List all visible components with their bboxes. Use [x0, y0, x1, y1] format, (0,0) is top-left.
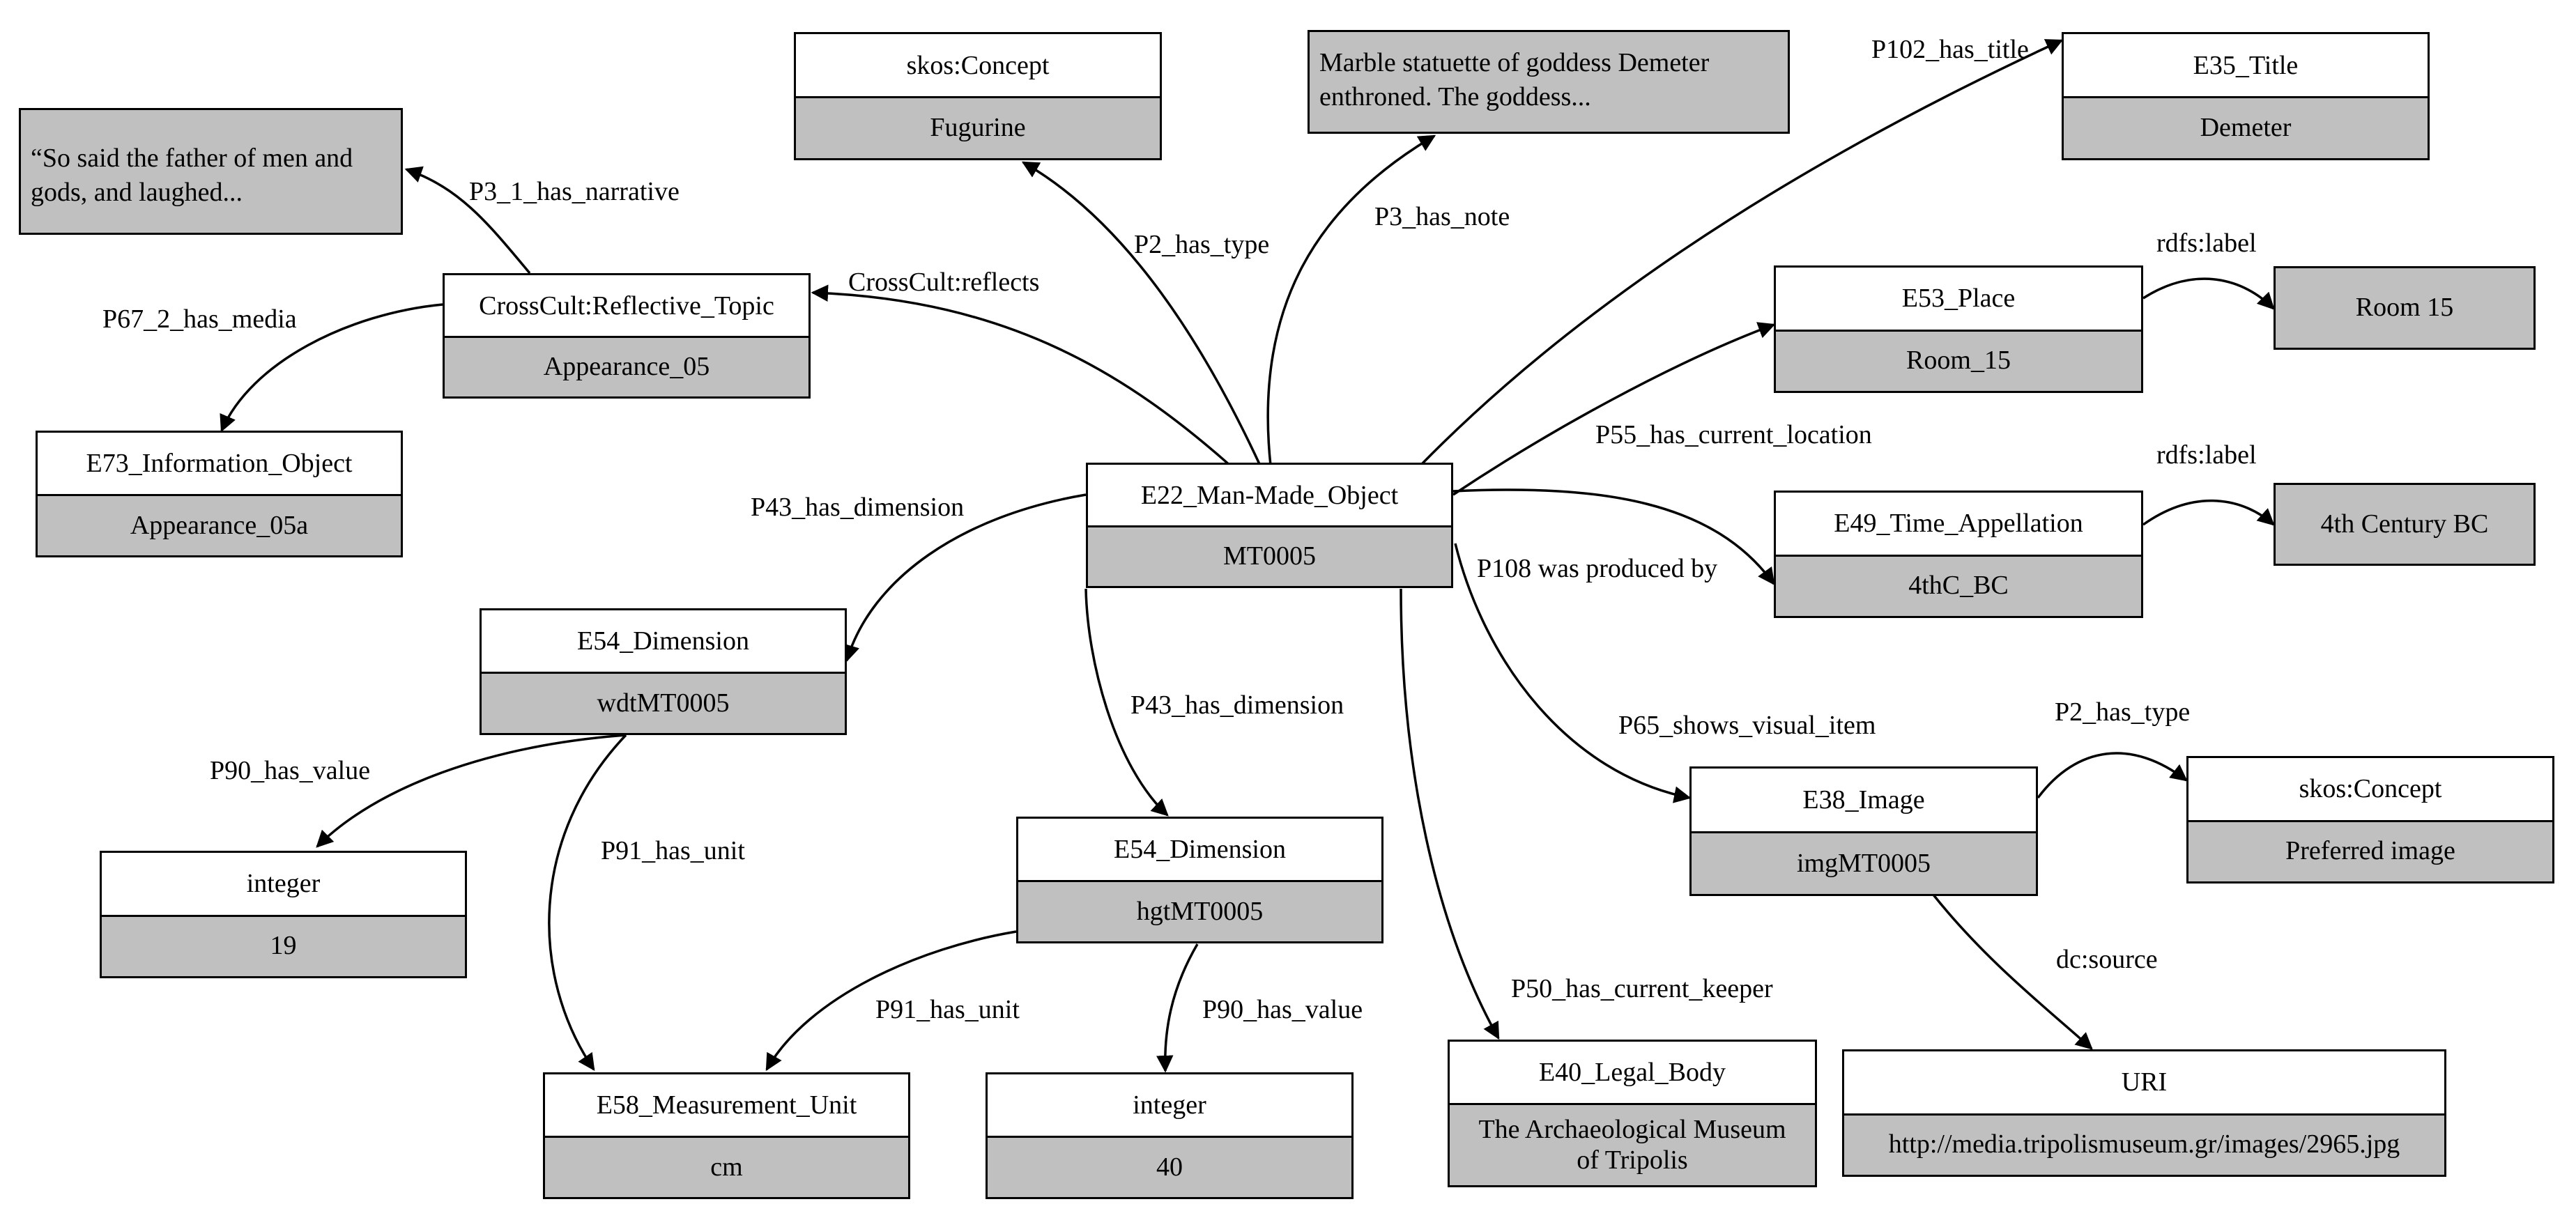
node-e40-value: The Archaeological Museum of Tripolis: [1450, 1103, 1815, 1185]
label-unit-w: P91_has_unit: [601, 836, 745, 865]
edge-current-keeper: [1400, 588, 1500, 1040]
node-e53-place-type: E53_Place: [1776, 268, 2141, 330]
edge-dim-h: [1084, 588, 1169, 817]
edge-visual-item: [1454, 543, 1692, 803]
node-e49-type: E49_Time_Appellation: [1776, 493, 2141, 555]
label-current-location: P55_has_current_location: [1595, 420, 1872, 449]
room-label-literal: Room 15: [2274, 266, 2536, 350]
label-has-type: P2_has_type: [1134, 230, 1270, 259]
label-has-title: P102_has_title: [1871, 35, 2029, 64]
label-dim-w: P43_has_dimension: [751, 493, 965, 522]
node-e22-value: MT0005: [1088, 525, 1451, 586]
label-has-media: P67_2_has_media: [102, 304, 297, 334]
node-e35-title: E35_Title Demeter: [2062, 32, 2430, 160]
node-integer-19: integer 19: [100, 851, 467, 978]
edge-value-40: [1156, 943, 1199, 1073]
edge-has-title: [1419, 39, 2064, 467]
edge-rdfs-place: [2142, 277, 2275, 310]
edge-has-media: [220, 303, 443, 433]
node-e54-dimension-width: E54_Dimension wdtMT0005: [480, 608, 847, 735]
edge-has-narrative: [404, 166, 531, 275]
node-dim-h-type: E54_Dimension: [1018, 819, 1381, 880]
node-e40-type: E40_Legal_Body: [1450, 1042, 1815, 1103]
node-skos-concept-image: skos:Concept Preferred image: [2186, 756, 2554, 883]
node-e49-value: 4thC_BC: [1776, 554, 2141, 616]
edge-rdfs-time: [2142, 499, 2275, 526]
time-label-literal: 4th Century BC: [2274, 483, 2536, 566]
node-int19-type: integer: [102, 853, 465, 915]
node-uri-type: URI: [1844, 1051, 2444, 1113]
node-dim-h-value: hgtMT0005: [1018, 880, 1381, 941]
label-has-note: P3_has_note: [1374, 202, 1510, 231]
node-uri: URI http://media.tripolismuseum.gr/image…: [1842, 1049, 2446, 1177]
node-integer-40: integer 40: [986, 1072, 1354, 1199]
node-reflective-topic-type: CrossCult:Reflective_Topic: [445, 275, 808, 336]
node-e54-dimension-height: E54_Dimension hgtMT0005: [1016, 817, 1383, 943]
node-e38-value: imgMT0005: [1692, 831, 2036, 894]
edge-produced-by: [1452, 488, 1775, 585]
node-reflective-topic: CrossCult:Reflective_Topic Appearance_05: [443, 273, 811, 399]
label-produced-by: P108 was produced by: [1477, 554, 1718, 583]
label-unit-h: P91_has_unit: [875, 995, 1020, 1024]
node-e22-man-made-object: E22_Man-Made_Object MT0005: [1086, 463, 1453, 588]
node-e53-place: E53_Place Room_15: [1774, 265, 2143, 393]
edge-reflects: [811, 284, 1232, 467]
node-skos-concept-type-label: skos:Concept: [796, 34, 1160, 96]
note-literal: Marble statuette of goddess Demeter enth…: [1308, 30, 1790, 134]
edge-img-type: [2037, 752, 2188, 799]
label-current-keeper: P50_has_current_keeper: [1511, 974, 1773, 1003]
edge-has-note: [1266, 134, 1436, 466]
node-e35-title-type: E35_Title: [2064, 34, 2428, 96]
node-e40-legal-body: E40_Legal_Body The Archaeological Museum…: [1448, 1040, 1817, 1187]
node-e73-information-object: E73_Information_Object Appearance_05a: [36, 431, 403, 557]
label-reflects: CrossCult:reflects: [848, 268, 1040, 297]
node-skos-concept-type: skos:Concept Fugurine: [794, 32, 1162, 160]
edge-unit-w: [548, 734, 627, 1072]
node-skos-concept-type-value: Fugurine: [796, 96, 1160, 158]
label-visual-item: P65_shows_visual_item: [1618, 711, 1876, 740]
edge-has-type: [1021, 161, 1262, 466]
label-value-19: P90_has_value: [210, 756, 371, 785]
edge-current-location: [1452, 322, 1776, 496]
edge-unit-h: [765, 930, 1017, 1072]
node-skos-concept-image-value: Preferred image: [2188, 819, 2552, 881]
node-e73-type: E73_Information_Object: [38, 433, 401, 494]
node-uri-value: http://media.tripolismuseum.gr/images/29…: [1844, 1113, 2444, 1175]
node-skos-concept-image-type: skos:Concept: [2188, 758, 2552, 820]
label-has-narrative: P3_1_has_narrative: [469, 177, 680, 206]
node-e35-title-value: Demeter: [2064, 96, 2428, 158]
node-reflective-topic-value: Appearance_05: [445, 336, 808, 396]
node-int19-value: 19: [102, 914, 465, 976]
node-e38-image: E38_Image imgMT0005: [1689, 766, 2038, 896]
node-e58-type: E58_Measurement_Unit: [545, 1074, 908, 1136]
node-int40-type: integer: [988, 1074, 1351, 1136]
node-dim-w-type: E54_Dimension: [482, 610, 845, 672]
label-rdfs-time: rdfs:label: [2156, 440, 2257, 470]
node-e49-time-appellation: E49_Time_Appellation 4thC_BC: [1774, 491, 2143, 618]
label-dim-h: P43_has_dimension: [1130, 690, 1344, 720]
node-e22-type: E22_Man-Made_Object: [1088, 465, 1451, 525]
node-int40-value: 40: [988, 1136, 1351, 1197]
node-e58-value: cm: [545, 1136, 908, 1197]
narrative-literal: “So said the father of men and gods, and…: [19, 108, 403, 235]
node-e58-measurement-unit: E58_Measurement_Unit cm: [543, 1072, 910, 1199]
edge-value-19: [316, 734, 627, 848]
label-value-40: P90_has_value: [1202, 995, 1363, 1024]
node-e53-place-value: Room_15: [1776, 329, 2141, 391]
node-e73-value: Appearance_05a: [38, 494, 401, 555]
label-rdfs-place: rdfs:label: [2156, 229, 2257, 258]
label-img-type: P2_has_type: [2055, 697, 2191, 727]
edge-dim-w: [843, 493, 1087, 663]
node-dim-w-value: wdtMT0005: [482, 672, 845, 733]
label-dc-source: dc:source: [2056, 945, 2158, 974]
edge-dc-source: [1931, 893, 2093, 1050]
node-e38-type: E38_Image: [1692, 769, 2036, 831]
